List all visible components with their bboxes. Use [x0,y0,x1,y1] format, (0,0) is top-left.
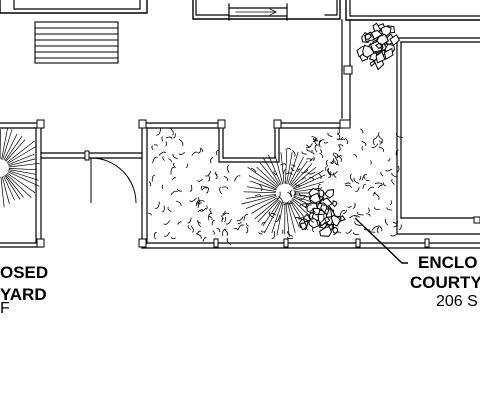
left-courtyard-label-line1: OSED [0,263,49,282]
shrub-symbol [356,22,401,71]
left-courtyard-label-line2: YARD [0,285,47,304]
shrub-symbol [298,187,346,237]
trees [0,128,331,238]
shrubs [298,22,401,237]
ground-cover-symbols [148,127,403,246]
right-courtyard-label-line1: ENCLO [418,253,478,272]
right-courtyard-label-line3: 206 S [436,293,478,310]
bench [34,21,119,64]
walls [0,0,480,249]
left-courtyard-label-line3: F [0,300,10,317]
leader-line [354,217,408,264]
tree-symbol [0,128,40,208]
door-swing [90,157,137,204]
posts [36,65,480,248]
ground-cover [148,127,403,246]
right-courtyard-label-line2: COURTY [410,273,480,292]
